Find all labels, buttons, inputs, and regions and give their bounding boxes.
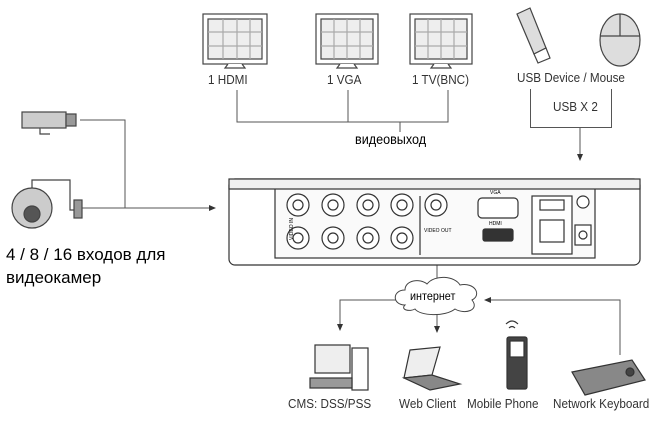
web-client-label: Web Client — [399, 396, 457, 411]
usb-device-label: USB Device / Mouse — [517, 70, 625, 85]
usb-count-box: USB X 2 — [530, 89, 612, 128]
cms-label: CMS: DSS/PSS — [288, 396, 372, 411]
dvr-video-out-label: VIDEO OUT — [424, 228, 452, 234]
hdmi-label: 1 HDMI — [208, 72, 248, 87]
video-out-label: видеовыход — [355, 131, 427, 147]
internet-label: интернет — [410, 289, 456, 303]
camera-arrow — [80, 119, 216, 211]
mobile-phone-icon — [505, 320, 528, 390]
usb-stick-icon — [516, 7, 551, 64]
video-out-bracket — [236, 90, 449, 123]
dvr-video-in-label: VIDEO IN — [288, 218, 295, 240]
network-keyboard-label: Network Keyboard — [553, 396, 650, 411]
mobile-phone-label: Mobile Phone — [467, 396, 539, 411]
internet-cloud-icon — [394, 276, 478, 316]
mouse-icon — [599, 13, 641, 67]
usb-count-label: USB X 2 — [553, 99, 598, 114]
inputs-label-line1: 4 / 8 / 16 входов для — [6, 245, 166, 264]
box-camera-icon — [21, 111, 77, 135]
dome-camera-icon — [11, 179, 83, 229]
cms-pc-icon — [309, 344, 369, 391]
tv-bnc-label: 1 TV(BNC) — [412, 72, 469, 87]
dvr-vga-label: VGA — [490, 190, 501, 196]
vga-monitor-icon — [315, 13, 379, 69]
laptop-icon — [401, 346, 463, 391]
dvr-rear-panel — [228, 178, 641, 266]
dvr-hdmi-label: HDMI — [489, 221, 502, 227]
network-keyboard-icon — [571, 359, 646, 396]
tv-monitor-icon — [409, 13, 473, 69]
vga-label: 1 VGA — [327, 72, 362, 87]
inputs-label-line2: видеокамер — [6, 268, 102, 287]
hdmi-monitor-icon — [202, 13, 268, 69]
